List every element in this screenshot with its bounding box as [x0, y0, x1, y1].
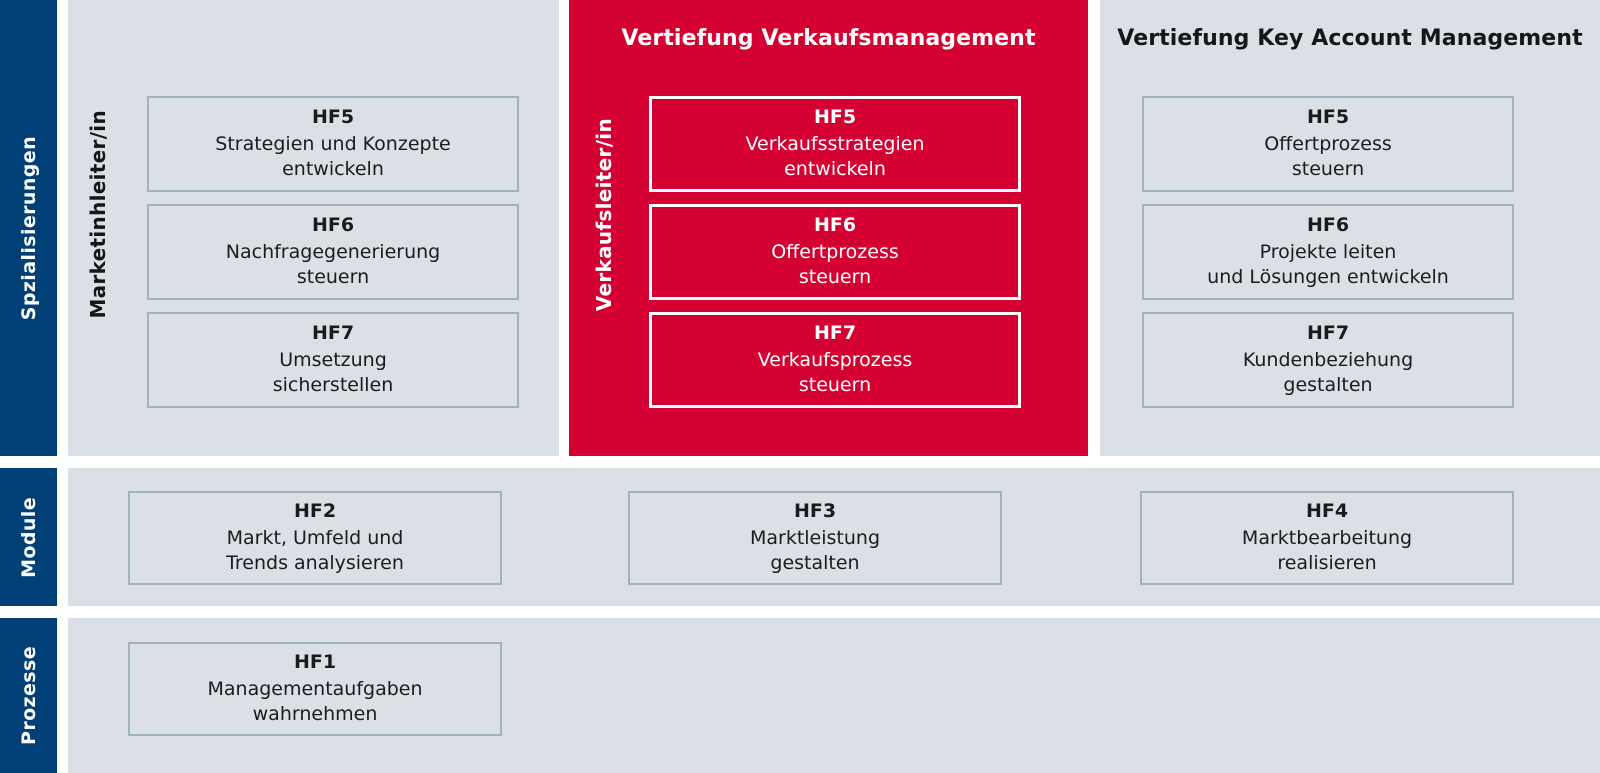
hf-description-line: Trends analysieren [226, 552, 404, 575]
hf-code: HF6 [311, 214, 355, 237]
hf-description: Markt, Umfeld und Trends analysieren [226, 526, 404, 577]
hf-description-line: Offertprozess [1264, 132, 1392, 155]
hf-description-line: Umsetzung [279, 348, 387, 371]
hf-description-line: gestalten [1283, 374, 1373, 397]
hf-code: HF4 [1305, 500, 1349, 523]
hf-description-line: steuern [798, 266, 872, 289]
hf-box[interactable]: HF5 Verkaufsstrategien entwickeln [649, 96, 1021, 192]
hf-description-line: steuern [1291, 158, 1365, 181]
hf-description-line: Verkaufsstrategien [745, 132, 925, 155]
hf-description: Verkaufsstrategien entwickeln [746, 132, 925, 183]
hf-description: Nachfragegenerierung steuern [226, 240, 440, 291]
hf-description-line: entwickeln [784, 158, 886, 181]
role-label-verkaufsleiter: Verkaufsleiter/in [592, 118, 616, 312]
hf-description-line: Verkaufsprozess [757, 348, 913, 371]
hf-code: HF5 [1306, 106, 1350, 129]
hf-code: HF3 [793, 500, 837, 523]
hf-description: Managementaufgaben wahrnehmen [207, 677, 422, 728]
category-label-module: Module [17, 496, 40, 578]
category-label-prozesse: Prozesse [17, 646, 40, 745]
hf-box[interactable]: HF1 Managementaufgaben wahrnehmen [128, 642, 502, 736]
hf-description-line: Projekte leiten [1259, 240, 1397, 263]
hf-code: HF6 [813, 214, 857, 237]
hf-code: HF7 [813, 322, 857, 345]
hf-description: Projekte leiten und Lösungen entwickeln [1207, 240, 1449, 291]
hf-box[interactable]: HF6 Offertprozess steuern [649, 204, 1021, 300]
hf-description-line: Marktbearbeitung [1241, 526, 1413, 549]
category-bar-spezialisierungen: Spzialisierungen [0, 0, 57, 456]
hf-box[interactable]: HF6 Nachfragegenerierung steuern [147, 204, 519, 300]
hf-box[interactable]: HF7 Kundenbeziehung gestalten [1142, 312, 1514, 408]
hf-description: Verkaufsprozess steuern [758, 348, 913, 399]
hf-description: Umsetzung sicherstellen [273, 348, 394, 399]
category-bar-prozesse: Prozesse [0, 618, 57, 773]
hf-description: Kundenbeziehung gestalten [1243, 348, 1413, 399]
hf-box[interactable]: HF5 Offertprozess steuern [1142, 96, 1514, 192]
hf-box[interactable]: HF7 Umsetzung sicherstellen [147, 312, 519, 408]
category-label-spezialisierungen: Spzialisierungen [17, 135, 40, 321]
specialization-title-key-account-management: Vertiefung Key Account Management [1117, 26, 1583, 51]
hf-code: HF5 [813, 106, 857, 129]
hf-description: Marktbearbeitung realisieren [1242, 526, 1412, 577]
hf-description-line: wahrnehmen [252, 703, 378, 726]
hf-description: Offertprozess steuern [771, 240, 899, 291]
hf-description: Strategien und Konzepte entwickeln [215, 132, 450, 183]
hf-code: HF6 [1306, 214, 1350, 237]
category-bar-module: Module [0, 468, 57, 606]
hf-description-line: steuern [296, 266, 370, 289]
hf-description-line: sicherstellen [272, 374, 394, 397]
hf-code: HF7 [311, 322, 355, 345]
hf-box[interactable]: HF7 Verkaufsprozess steuern [649, 312, 1021, 408]
hf-description-line: Marktleistung [749, 526, 881, 549]
hf-code: HF1 [293, 651, 337, 674]
hf-box[interactable]: HF5 Strategien und Konzepte entwickeln [147, 96, 519, 192]
hf-code: HF5 [311, 106, 355, 129]
hf-description-line: Managementaufgaben [207, 677, 423, 700]
hf-box[interactable]: HF6 Projekte leiten und Lösungen entwick… [1142, 204, 1514, 300]
hf-box[interactable]: HF3 Marktleistung gestalten [628, 491, 1002, 585]
hf-code: HF2 [293, 500, 337, 523]
hf-description-line: Nachfragegenerierung [225, 240, 441, 263]
hf-description-line: und Lösungen entwickeln [1207, 266, 1449, 289]
hf-description-line: Offertprozess [771, 240, 899, 263]
hf-description-line: entwickeln [282, 158, 384, 181]
hf-description: Marktleistung gestalten [750, 526, 880, 577]
hf-description-line: realisieren [1277, 552, 1377, 575]
role-label-marketing: Marketinhleiter/in [86, 110, 110, 319]
hf-description-line: Strategien und Konzepte [215, 132, 451, 155]
hf-box[interactable]: HF4 Marktbearbeitung realisieren [1140, 491, 1514, 585]
hf-description-line: gestalten [770, 552, 860, 575]
hf-description: Offertprozess steuern [1264, 132, 1392, 183]
hf-description-line: Kundenbeziehung [1242, 348, 1414, 371]
specialization-title-verkaufsmanagement: Vertiefung Verkaufsmanagement [621, 26, 1036, 51]
hf-description-line: Markt, Umfeld und [226, 526, 404, 549]
hf-box[interactable]: HF2 Markt, Umfeld und Trends analysieren [128, 491, 502, 585]
hf-description-line: steuern [798, 374, 872, 397]
hf-code: HF7 [1306, 322, 1350, 345]
